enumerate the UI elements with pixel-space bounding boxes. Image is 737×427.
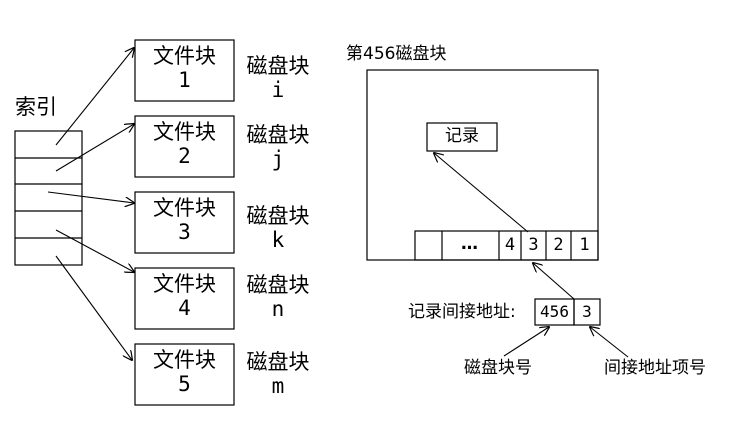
item-no-annotation-arrow	[590, 327, 629, 358]
index-table-frame	[14, 130, 83, 266]
disk-block-id: j	[271, 147, 285, 172]
file-block-box	[134, 267, 235, 330]
disk-block-label: 磁盘块	[246, 204, 310, 228]
disk-block-456-title: 第456磁盘块	[346, 44, 447, 64]
file-block-number: 4	[178, 296, 191, 321]
slot-1: 1	[579, 235, 590, 255]
disk-block-label-2: 磁盘块 j	[238, 123, 318, 171]
slots-row	[414, 230, 599, 261]
file-block-box	[134, 39, 235, 102]
block-no-annotation-arrow	[503, 327, 549, 357]
file-block-name: 文件块	[153, 196, 216, 220]
file-block-2: 文件块 2	[135, 120, 234, 168]
disk-block-label: 磁盘块	[246, 350, 310, 374]
disk-block-label: 磁盘块	[246, 54, 310, 78]
file-block-name: 文件块	[153, 272, 216, 296]
slot-3: 3	[528, 235, 539, 255]
disk-block-id: n	[271, 297, 285, 322]
disk-block-label: 磁盘块	[246, 123, 310, 147]
file-block-3: 文件块 3	[135, 196, 234, 244]
disk-block-id: m	[271, 374, 285, 399]
index-arrow	[55, 229, 134, 272]
file-block-number: 3	[178, 220, 191, 245]
file-block-name: 文件块	[153, 348, 216, 372]
file-block-box	[134, 191, 235, 254]
file-block-number: 5	[178, 372, 191, 397]
file-block-1: 文件块 1	[135, 44, 234, 92]
index-arrow	[47, 191, 134, 203]
file-block-box	[134, 343, 235, 406]
file-block-number: 1	[178, 68, 191, 93]
file-block-name: 文件块	[153, 120, 216, 144]
slot-4: 4	[504, 235, 516, 255]
file-block-4: 文件块 4	[135, 272, 234, 320]
record-label: 记录	[445, 126, 479, 146]
index-label: 索引	[15, 95, 57, 119]
disk-block-label-1: 磁盘块 i	[238, 54, 318, 102]
file-block-number: 2	[178, 144, 191, 169]
disk-block-label: 磁盘块	[246, 273, 310, 297]
file-block-name: 文件块	[153, 44, 216, 68]
disk-block-label-5: 磁盘块 m	[238, 350, 318, 398]
file-block-5: 文件块 5	[135, 348, 234, 396]
item-no-pointer-arrow	[533, 263, 575, 300]
index-arrow	[55, 124, 134, 172]
slot-2: 2	[553, 235, 564, 255]
index-arrow	[55, 255, 132, 360]
disk-block-id: i	[271, 78, 285, 103]
file-block-box	[134, 115, 235, 178]
indirect-address-item-no: 3	[582, 302, 592, 321]
address-item-no-box	[573, 298, 601, 326]
indirect-address-block-no: 456	[540, 302, 569, 321]
record-pointer-arrow	[434, 153, 529, 233]
index-arrow	[55, 48, 134, 146]
indirect-address-label: 记录间接地址:	[408, 302, 516, 322]
disk-block-id: k	[271, 228, 285, 253]
disk-block-label-4: 磁盘块 n	[238, 273, 318, 321]
index-table	[14, 130, 83, 266]
item-no-annotation: 间接地址项号	[604, 358, 706, 378]
slot-ellipsis: …	[461, 234, 480, 254]
disk-block-label-3: 磁盘块 k	[238, 204, 318, 252]
block-no-annotation: 磁盘块号	[464, 358, 532, 378]
record-box	[426, 122, 498, 152]
